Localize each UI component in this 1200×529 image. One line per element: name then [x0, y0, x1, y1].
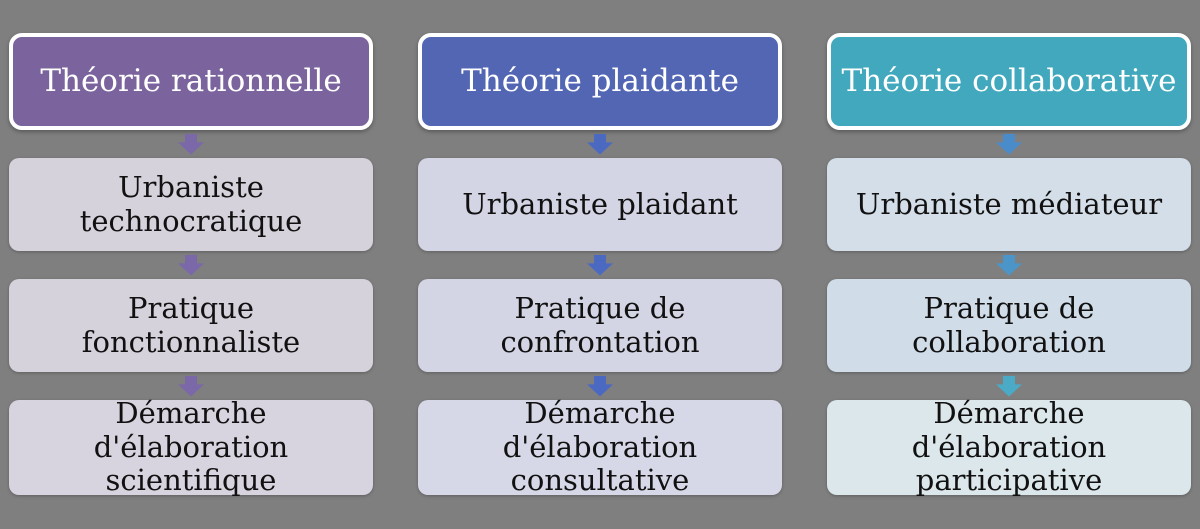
body-box-demarche-consultative: Démarche d'élaboration consultative — [418, 396, 782, 498]
down-arrow-icon — [996, 133, 1022, 155]
connector-zone — [9, 251, 373, 279]
body-box-urbaniste-plaidant: Urbaniste plaidant — [418, 158, 782, 251]
body-box-label: Urbaniste médiateur — [855, 186, 1163, 221]
header-label: Théorie collaborative — [841, 63, 1177, 100]
body-box-label: Démarche d'élaboration consultative — [502, 396, 698, 498]
body-box-pratique-collaboration: Pratique de collaboration — [827, 279, 1191, 372]
body-box-label: Démarche d'élaboration scientifique — [93, 396, 289, 498]
body-box-pratique-fonctionnaliste: Pratique fonctionnaliste — [9, 279, 373, 372]
down-arrow-icon — [587, 133, 613, 155]
body-box-label: Urbaniste technocratique — [79, 169, 303, 238]
connector-zone — [827, 372, 1191, 400]
connector-zone — [418, 372, 782, 400]
header-box-rationnelle: Théorie rationnelle — [9, 33, 373, 130]
theory-column-rationnelle: Théorie rationnelle Urbaniste technocrat… — [9, 33, 373, 529]
connector-zone — [418, 130, 782, 158]
connector-zone — [418, 251, 782, 279]
body-box-urbaniste-mediateur: Urbaniste médiateur — [827, 158, 1191, 251]
down-arrow-icon — [587, 375, 613, 397]
down-arrow-icon — [178, 375, 204, 397]
body-box-label: Urbaniste plaidant — [462, 186, 738, 221]
body-box-demarche-participative: Démarche d'élaboration participative — [827, 396, 1191, 498]
connector-zone — [827, 130, 1191, 158]
body-box-pratique-confrontation: Pratique de confrontation — [418, 279, 782, 372]
down-arrow-icon — [178, 254, 204, 276]
body-box-label: Pratique de collaboration — [912, 290, 1106, 359]
connector-zone — [9, 372, 373, 400]
body-box-demarche-scientifique: Démarche d'élaboration scientifique — [9, 396, 373, 498]
down-arrow-icon — [996, 254, 1022, 276]
body-box-urbaniste-technocratique: Urbaniste technocratique — [9, 158, 373, 251]
header-label: Théorie rationnelle — [40, 63, 342, 100]
body-box-label: Démarche d'élaboration participative — [911, 396, 1107, 498]
connector-zone — [827, 251, 1191, 279]
body-box-label: Pratique fonctionnaliste — [81, 290, 301, 359]
down-arrow-icon — [996, 375, 1022, 397]
down-arrow-icon — [587, 254, 613, 276]
down-arrow-icon — [178, 133, 204, 155]
connector-zone — [9, 130, 373, 158]
header-label: Théorie plaidante — [461, 63, 739, 100]
header-box-collaborative: Théorie collaborative — [827, 33, 1191, 130]
theory-column-collaborative: Théorie collaborative Urbaniste médiateu… — [827, 33, 1191, 529]
body-box-label: Pratique de confrontation — [500, 290, 700, 359]
header-box-plaidante: Théorie plaidante — [418, 33, 782, 130]
theory-column-plaidante: Théorie plaidante Urbaniste plaidant Pra… — [418, 33, 782, 529]
